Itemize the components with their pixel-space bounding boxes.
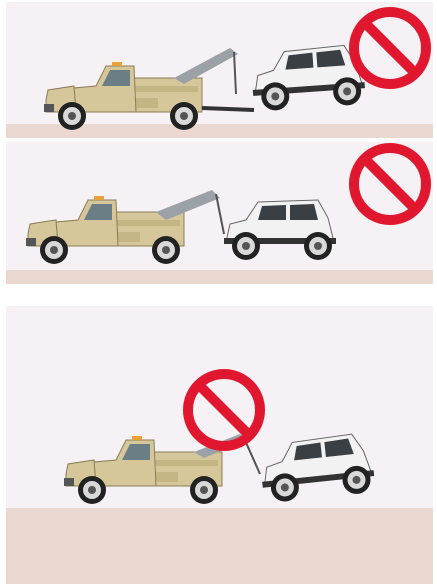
prohibition-sign-icon [188,374,260,446]
panel-wheel-lift-front-raised [6,306,433,584]
panel-hook-lift-rear-wheels [6,142,433,284]
scene-3 [6,306,433,584]
scene-2 [6,142,433,284]
prohibition-sign-icon [354,12,426,84]
tow-truck-icon [44,48,238,130]
car-icon [224,200,336,260]
car-icon [258,432,376,503]
car-icon [250,44,366,112]
tow-truck-icon [26,190,224,264]
scene-1 [6,2,433,138]
prohibition-sign-icon [354,148,426,220]
panel-wheel-lift-rear-wheels [6,2,433,138]
